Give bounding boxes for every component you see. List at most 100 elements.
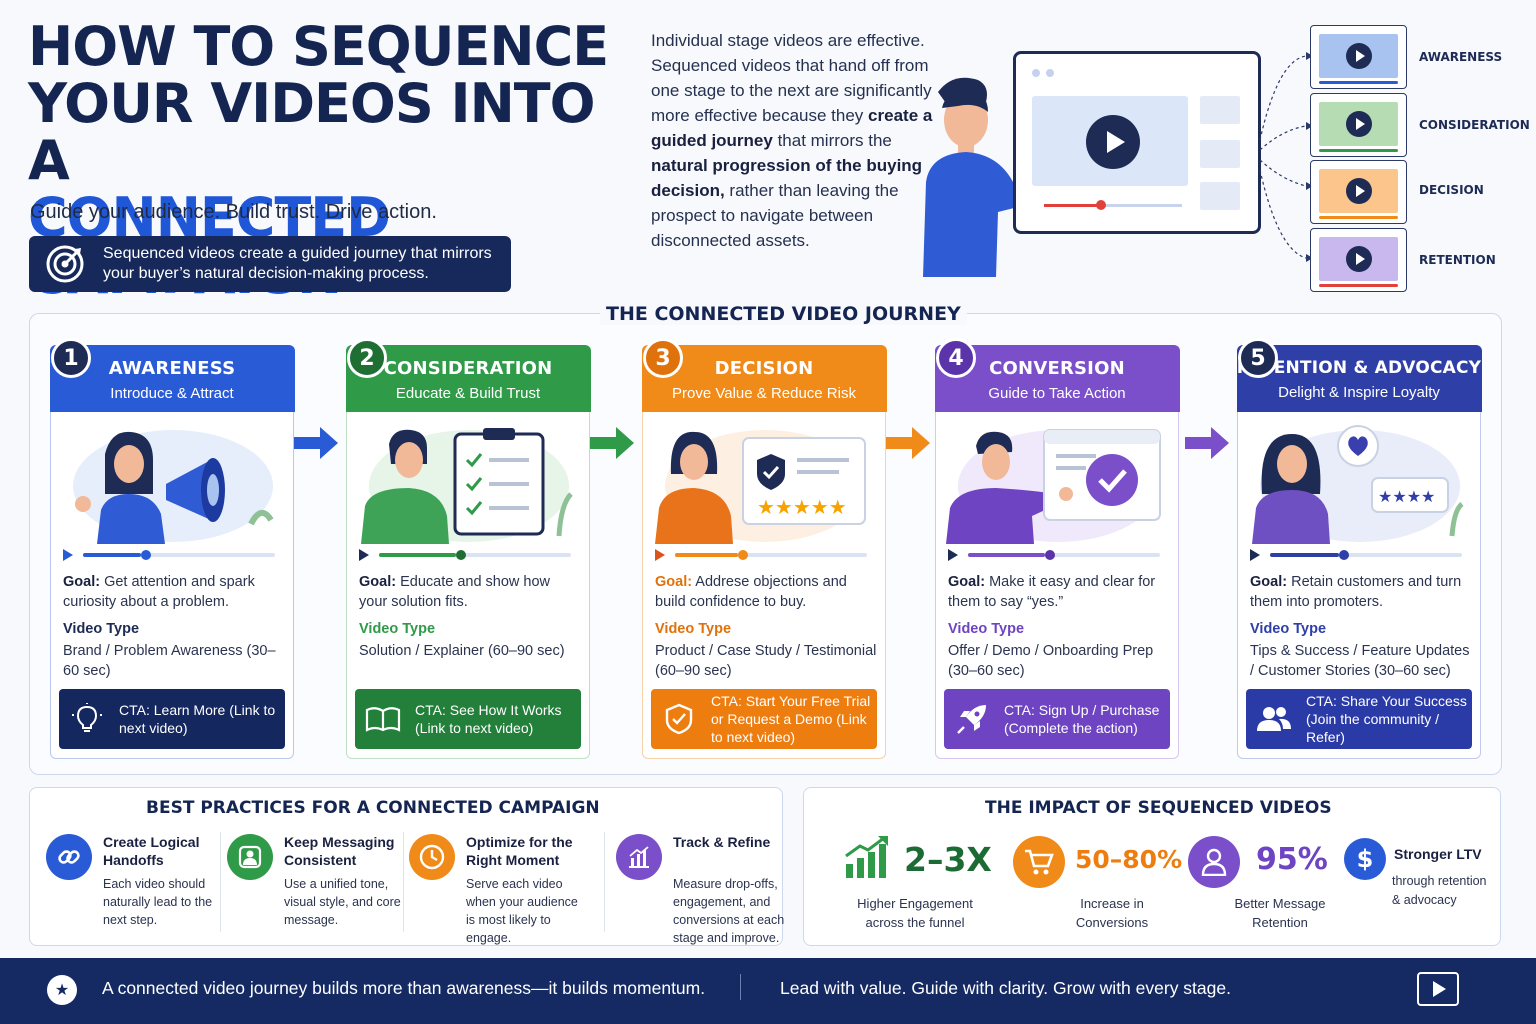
stage-name: CONSIDERATION [383, 357, 553, 379]
arrow-right-icon [590, 427, 634, 459]
cta-label: CTA: Learn More (Link to next video) [119, 702, 276, 736]
video-type-value: Tips & Success / Feature Updates / Custo… [1250, 643, 1470, 679]
cta-free-trial-button[interactable]: CTA: Start Your Free Trial or Request a … [651, 689, 877, 749]
video-type-label: Video Type [655, 621, 732, 637]
journey-title: THE CONNECTED VIDEO JOURNEY [600, 303, 967, 325]
stage-number: 2 [347, 338, 387, 378]
divider [604, 832, 605, 932]
window-dot [1032, 69, 1040, 77]
side-panel [1200, 140, 1240, 168]
subtitle: Guide your audience. Build trust. Drive … [30, 201, 437, 223]
link-icon [46, 834, 92, 880]
play-icon [1345, 43, 1372, 69]
video-screen [1013, 51, 1261, 234]
progress-knob[interactable] [1096, 200, 1106, 210]
play-icon [1345, 178, 1372, 204]
loyalty-person-illustration: ★★★★ [1252, 425, 1464, 544]
intro-text-3: rather than leaving the prospect to navi… [651, 181, 899, 250]
stage-card-retention: RETENTION & ADVOCACY Delight & Inspire L… [1236, 338, 1482, 759]
intro-text-2: that mirrors the [772, 131, 892, 150]
book-icon [365, 701, 401, 737]
impact-caption: through retention & advocacy [1392, 874, 1487, 907]
cart-icon [1013, 836, 1065, 888]
signup-person-illustration [946, 429, 1161, 544]
progress-track [1044, 204, 1182, 207]
cta-see-how-it-works-button[interactable]: CTA: See How It Works (Link to next vide… [355, 689, 581, 749]
cta-sign-up-button[interactable]: CTA: Sign Up / Purchase (Complete the ac… [944, 689, 1170, 749]
stage-header: CONVERSION Guide to Take Action [934, 344, 1180, 412]
side-panel [1200, 182, 1240, 210]
play-icon [1345, 246, 1372, 272]
shield-check-icon [661, 701, 697, 737]
stage-thumb-decision[interactable] [1310, 160, 1407, 224]
best-practices-title: BEST PRACTICES FOR A CONNECTED CAMPAIGN [146, 798, 600, 818]
megaphone-person-illustration [73, 430, 274, 544]
arrow-right-icon [1185, 427, 1229, 459]
stage-thumb-consideration[interactable] [1310, 93, 1407, 157]
svg-text:★★★★★: ★★★★★ [757, 495, 847, 519]
stage-name: DECISION [714, 357, 814, 379]
stage-number: 1 [51, 338, 91, 378]
star-icon: ★ [47, 975, 77, 1005]
stage-thumb-retention[interactable] [1310, 228, 1407, 292]
impact-caption: Higher Engagement across the funnel [857, 896, 973, 930]
stage-tagline: Guide to Take Action [988, 384, 1126, 402]
video-type-value: Solution / Explainer (60–90 sec) [359, 643, 565, 659]
stage-thumb-awareness[interactable] [1310, 25, 1407, 89]
stage-link-label: CONSIDERATION [1419, 118, 1530, 132]
impact-title: THE IMPACT OF SEQUENCED VIDEOS [985, 798, 1332, 818]
presenter-illustration [923, 77, 1028, 277]
cta-label: CTA: Share Your Success (Join the commun… [1306, 693, 1467, 745]
checklist-person-illustration [361, 428, 573, 544]
stage-link-label: AWARENESS [1419, 50, 1503, 64]
video-progress[interactable] [655, 548, 873, 562]
progress-fill [1044, 204, 1100, 207]
play-icon[interactable] [1086, 115, 1140, 169]
best-practice-desc: Each video should naturally lead to the … [103, 877, 213, 927]
stage-tagline: Educate & Build Trust [395, 384, 541, 402]
best-practice-desc: Use a unified tone, visual style, and co… [284, 877, 401, 927]
stage-name: AWARENESS [108, 357, 236, 379]
banner-text: Sequenced videos create a guided journey… [103, 245, 492, 282]
footer-divider [740, 974, 741, 1000]
stage-number: 3 [643, 338, 683, 378]
clock-icon [409, 834, 455, 880]
video-progress[interactable] [63, 548, 281, 562]
impact-value: Stronger LTV [1394, 846, 1482, 862]
stage-card-awareness: AWARENESS Introduce & Attract 1 Goal: Ge… [49, 338, 295, 759]
rocket-icon [954, 701, 990, 737]
stage-link-label: RETENTION [1419, 253, 1496, 267]
stage-card-decision: DECISION Prove Value & Reduce Risk 3 ★★★… [641, 338, 887, 759]
footer-bar: ★ A connected video journey builds more … [0, 958, 1536, 1024]
svg-text:★★★★: ★★★★ [1378, 487, 1435, 506]
footer-text-right: Lead with value. Guide with clarity. Gro… [780, 978, 1231, 998]
divider [220, 832, 221, 932]
intro-paragraph: Individual stage videos are effective. S… [651, 28, 941, 253]
lightbulb-icon [69, 701, 105, 737]
target-icon [46, 245, 84, 283]
best-practice-title: Create Logical Handoffs [103, 834, 200, 868]
play-button-icon[interactable] [1417, 972, 1459, 1006]
video-progress[interactable] [359, 548, 577, 562]
impact-value: 50–80% [1075, 845, 1183, 874]
impact-caption: Increase in Conversions [1075, 896, 1149, 930]
cta-learn-more-button[interactable]: CTA: Learn More (Link to next video) [59, 689, 285, 749]
video-progress[interactable] [948, 548, 1166, 562]
play-icon [1345, 111, 1372, 137]
best-practice-desc: Serve each video when your audience is m… [466, 877, 578, 945]
video-progress[interactable] [1250, 548, 1468, 562]
video-type-value: Product / Case Study / Testimonial (60–9… [655, 643, 877, 679]
intro-bold-1: create a guided journey [651, 106, 933, 150]
users-icon [1256, 701, 1292, 737]
video-type-label: Video Type [1250, 621, 1327, 637]
cta-share-success-button[interactable]: CTA: Share Your Success (Join the commun… [1246, 689, 1472, 749]
stage-goal: Goal: Make it easy and clear for them to… [948, 574, 1156, 610]
stage-goal: Goal: Retain customers and turn them int… [1250, 574, 1462, 610]
impact-value: 95% [1256, 842, 1328, 877]
stage-card-consideration: CONSIDERATION Educate & Build Trust 2 Go… [345, 338, 591, 759]
window-dot [1046, 69, 1054, 77]
stage-goal: Goal: Educate and show how your solution… [359, 574, 551, 610]
best-practice-title: Optimize for the Right Moment [466, 834, 573, 868]
intro-bold-2: natural progression of the buying decisi… [651, 156, 923, 200]
cta-label: CTA: Sign Up / Purchase (Complete the ac… [1004, 702, 1160, 736]
